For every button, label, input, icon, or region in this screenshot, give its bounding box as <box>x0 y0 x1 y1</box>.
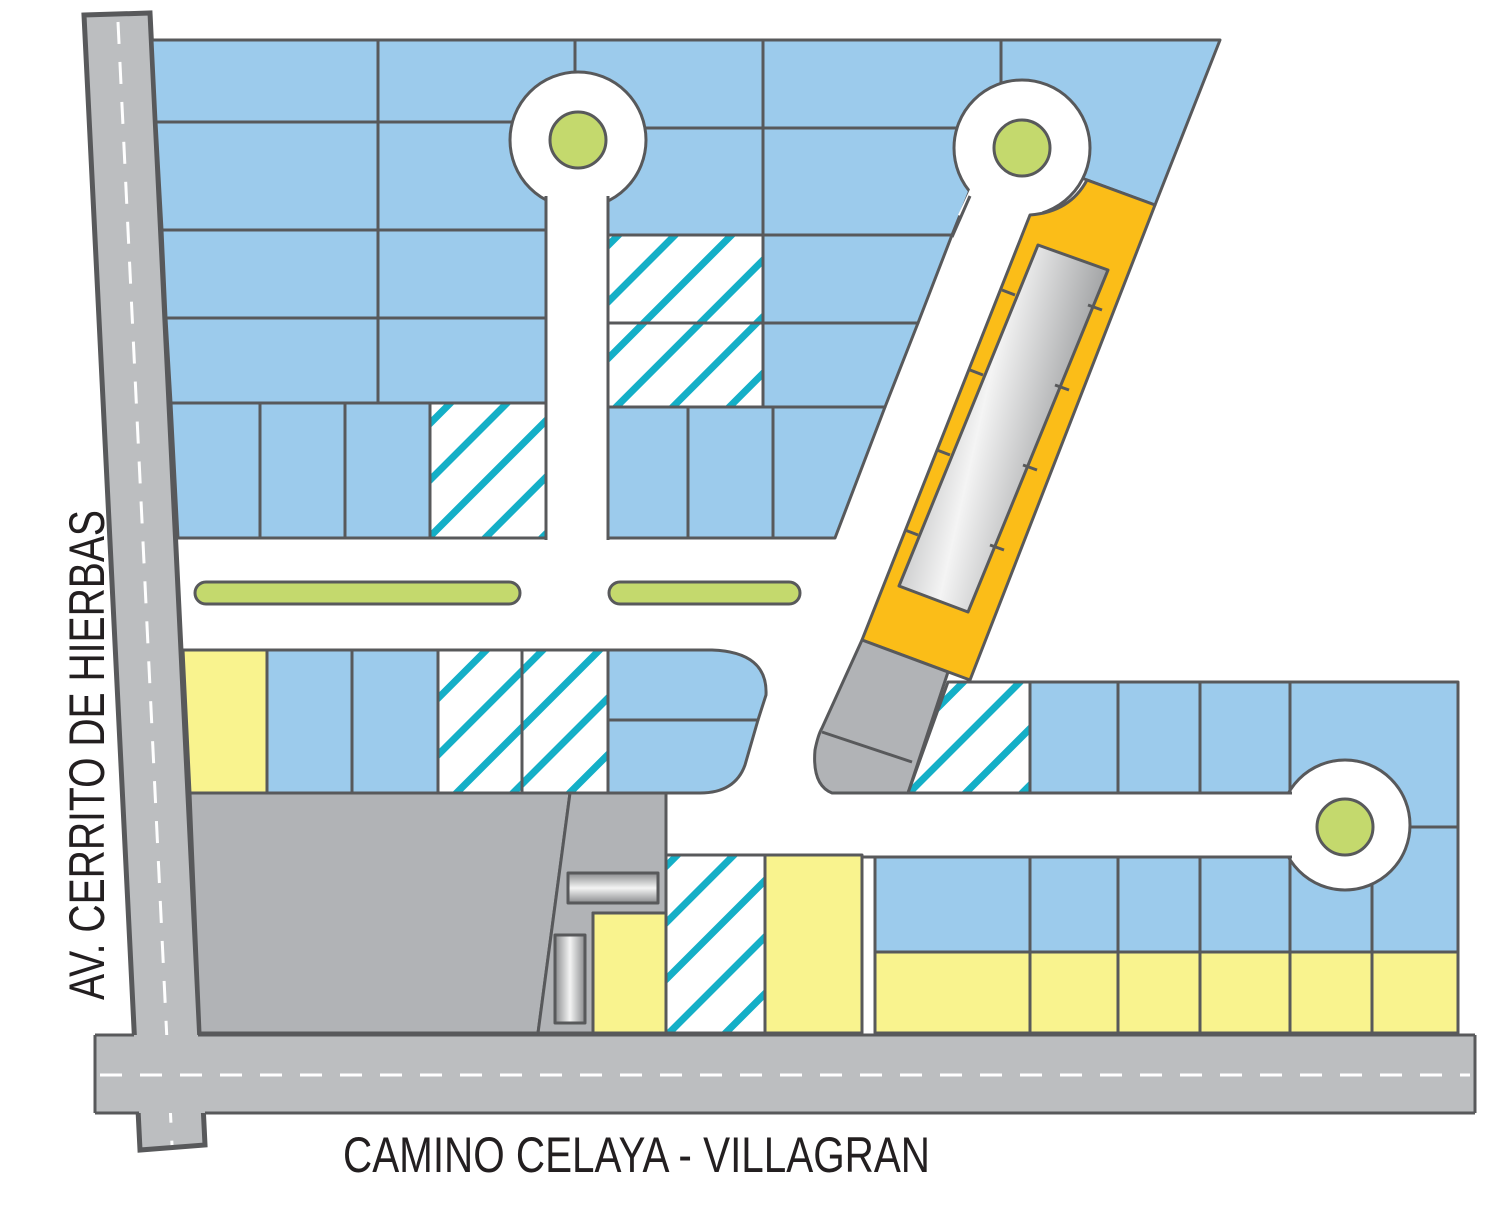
lot <box>1116 855 1202 954</box>
lot-yellow <box>873 950 1032 1035</box>
lot-yellow <box>1370 950 1460 1035</box>
lot <box>606 405 690 540</box>
lot <box>1198 680 1292 795</box>
lot <box>686 405 775 540</box>
lot <box>606 648 768 722</box>
lot <box>169 401 262 540</box>
building <box>566 871 660 905</box>
lot <box>761 233 954 325</box>
lot-yellow <box>1116 950 1202 1035</box>
lot-hatched <box>606 233 765 325</box>
street-label-av-cerrito-de-hierbas: AV. CERRITO DE HIERBAS <box>59 510 115 1000</box>
lot <box>1198 855 1292 954</box>
green-median <box>607 580 802 606</box>
lot <box>606 718 760 795</box>
building <box>553 933 587 1025</box>
lot <box>265 648 354 795</box>
lot <box>258 401 347 540</box>
lot <box>150 38 380 124</box>
green-median <box>193 580 522 606</box>
lot <box>761 321 920 409</box>
lot-hatched <box>606 321 765 409</box>
lot-yellow <box>181 648 269 795</box>
lot <box>1028 680 1120 795</box>
roundabout-north-west <box>508 70 648 540</box>
green-area <box>548 110 608 170</box>
gray-parcel-diagonal <box>813 638 950 795</box>
lot-hatched <box>428 401 548 540</box>
lot <box>1116 680 1202 795</box>
lot-yellow <box>1198 950 1292 1035</box>
commercial-strip <box>860 178 1157 682</box>
block-upper-left <box>150 38 577 540</box>
lot <box>1028 855 1120 954</box>
green-area <box>1315 797 1375 857</box>
road-camino-celaya-villagran <box>93 1033 1477 1115</box>
roundabout-north-east <box>950 78 1092 240</box>
lot <box>154 120 380 232</box>
commercial-building <box>897 243 1110 614</box>
lot <box>376 316 548 405</box>
lot <box>873 855 1032 954</box>
lot-hatched <box>520 648 610 795</box>
block-upper-right <box>573 38 1222 540</box>
lot <box>164 316 380 405</box>
lot <box>771 405 887 540</box>
block-middle <box>181 648 768 795</box>
lot-hatched <box>664 853 767 1035</box>
lot-hatched <box>436 648 524 795</box>
gray-parcel <box>188 791 572 1035</box>
lot <box>343 401 432 540</box>
street-label-camino-celaya-villagran: CAMINO CELAYA - VILLAGRAN <box>343 1127 930 1183</box>
road-av-cerrito-de-hierbas <box>81 10 208 1153</box>
lot <box>160 228 380 320</box>
lot <box>376 228 548 320</box>
lot <box>350 648 440 795</box>
block-right-lower <box>873 825 1460 1035</box>
lot-yellow <box>1288 950 1374 1035</box>
lot-yellow <box>763 853 864 1035</box>
lot-yellow <box>591 911 668 1035</box>
green-area <box>992 118 1052 178</box>
block-lower-left <box>188 791 864 1035</box>
lot-yellow <box>1028 950 1120 1035</box>
